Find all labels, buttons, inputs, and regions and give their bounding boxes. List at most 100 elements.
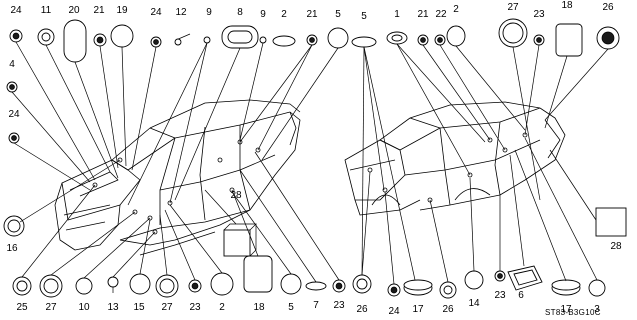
seal-6-icon (507, 265, 543, 291)
plug-14-icon (464, 270, 484, 290)
callout-l2c: 2 (219, 302, 225, 313)
callout-l18b: 18 (253, 302, 265, 313)
callout-l2a: 2 (281, 9, 287, 20)
callout-l9b: 9 (260, 9, 266, 20)
grommet-22-icon (434, 34, 446, 46)
callout-l23a: 23 (533, 9, 545, 20)
callout-l25: 25 (16, 302, 28, 313)
callout-l11: 11 (41, 5, 52, 16)
clip-13-icon (107, 276, 119, 293)
clip-9b-icon (259, 36, 267, 44)
callout-l4: 4 (9, 59, 15, 70)
callout-l17a: 17 (412, 304, 424, 315)
callout-l20: 20 (68, 5, 80, 16)
callout-l10: 10 (78, 302, 90, 313)
callout-l24a: 24 (10, 5, 22, 16)
callout-l14: 14 (468, 298, 480, 309)
pad-18a-icon (555, 23, 583, 57)
callout-l16: 16 (6, 243, 18, 254)
grommet-11-icon (37, 28, 55, 46)
callout-l27c: 27 (161, 302, 173, 313)
grommet-4-icon (6, 81, 18, 93)
diagram-code: ST83-B3G10C (545, 308, 601, 317)
callout-l24b: 24 (150, 7, 162, 18)
plug-5c-icon (280, 273, 302, 295)
pad-28b-icon (595, 207, 627, 237)
plug-15-icon (129, 273, 151, 295)
plug-17a-icon (403, 279, 433, 296)
callout-l5c: 5 (288, 302, 294, 313)
callout-l12: 12 (175, 7, 187, 18)
grommet-23a-icon (533, 34, 545, 46)
plug-3-icon (588, 279, 606, 297)
callout-l9a: 9 (206, 7, 212, 18)
callout-l27a: 27 (507, 2, 519, 13)
grommet-24d-icon (387, 283, 401, 297)
callout-l26c: 26 (442, 304, 454, 315)
grommet-21b-icon (306, 34, 318, 46)
plug-25-icon (12, 276, 32, 296)
callout-l23b: 23 (189, 302, 201, 313)
grommet-24b-icon (150, 36, 162, 48)
plug-26c-icon (439, 281, 457, 299)
grommet-1-icon (386, 31, 408, 45)
seal-8-icon (221, 25, 259, 49)
clip-9a-icon (203, 36, 211, 44)
callout-l18a: 18 (561, 0, 573, 11)
callout-l21a: 21 (93, 5, 105, 16)
pad-18b-icon (243, 255, 273, 293)
callout-l26b: 26 (356, 304, 368, 315)
grommet-23c-icon (332, 279, 346, 293)
plug-2c-icon (210, 272, 234, 296)
plug-19-icon (110, 24, 134, 48)
callout-l22: 22 (435, 9, 447, 20)
callout-l5b: 5 (361, 11, 367, 22)
callout-l13: 13 (107, 302, 119, 313)
plug-16-icon (3, 215, 25, 237)
grommet-23d-icon (494, 270, 506, 282)
plug-26b-icon (352, 274, 372, 294)
plug-2a-icon (272, 35, 296, 47)
callout-l24d: 24 (388, 306, 400, 317)
callout-l2b: 2 (453, 4, 459, 15)
callout-l8: 8 (237, 7, 243, 18)
callout-l24c: 24 (8, 109, 20, 120)
grommet-23b-icon (188, 279, 202, 293)
callout-l7: 7 (313, 300, 319, 311)
callout-l17b: 17 (560, 304, 572, 315)
oval-plug-20-icon (63, 19, 87, 63)
plug-2b-icon (446, 25, 466, 47)
leader-lines (11, 41, 609, 285)
callout-l21b: 21 (306, 9, 318, 20)
plug-27a-icon (498, 18, 528, 48)
grommet-24a-icon (9, 29, 23, 43)
callout-l19: 19 (116, 5, 128, 16)
clip-12-icon (174, 33, 191, 46)
grommet-26a-icon (596, 26, 620, 50)
plug-10-icon (75, 277, 93, 295)
callout-l6: 6 (518, 290, 524, 301)
callout-l1: 1 (394, 9, 400, 20)
callout-l21c: 21 (417, 9, 429, 20)
grommet-21a-icon (93, 33, 107, 47)
grommet-24c-icon (8, 132, 20, 144)
plug-5a-icon (327, 27, 349, 49)
callout-l26a: 26 (602, 2, 614, 13)
plug-7-icon (305, 281, 327, 291)
plug-27c-icon (155, 274, 179, 298)
part-icons (3, 18, 627, 299)
right-car-body (344, 101, 566, 216)
callout-l23d: 23 (494, 290, 506, 301)
callout-l23c: 23 (333, 300, 345, 311)
plug-27b-icon (39, 274, 63, 298)
callout-l28a: 28 (230, 190, 242, 201)
callout-l28b: 28 (610, 241, 622, 252)
callout-l5a: 5 (335, 9, 341, 20)
callout-l3: 3 (594, 304, 600, 315)
pad-28a-icon (223, 223, 257, 257)
callout-l15: 15 (133, 302, 145, 313)
grommet-21c-icon (417, 34, 429, 46)
